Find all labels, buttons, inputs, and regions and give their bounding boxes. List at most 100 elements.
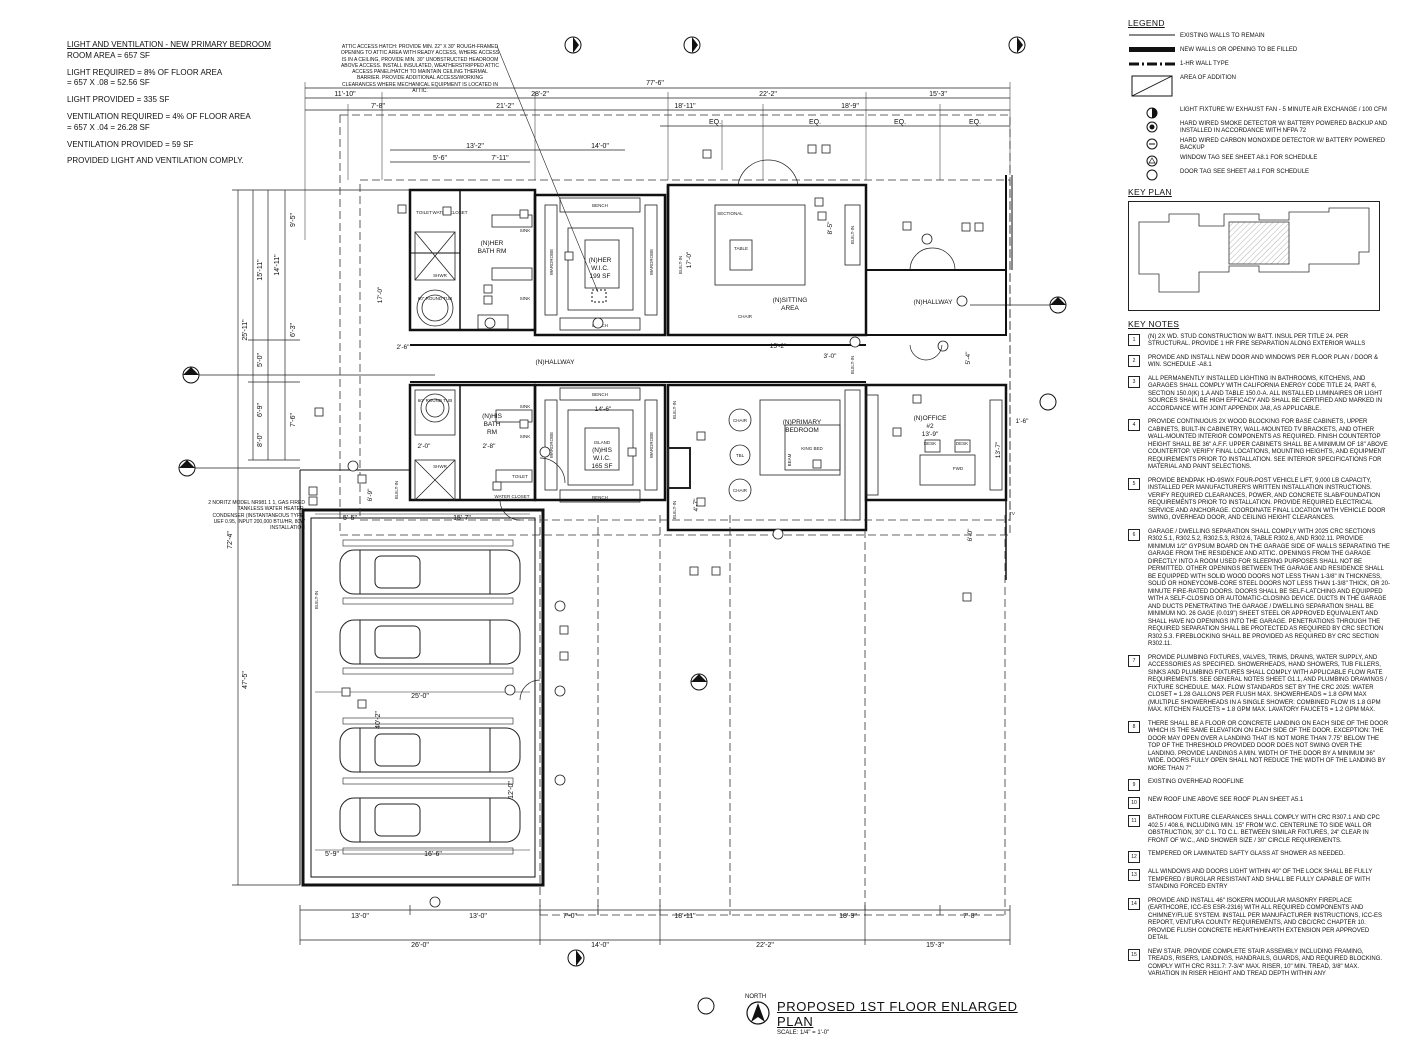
dim-misc-10: 4'-7" (693, 498, 700, 512)
dim-misc-6: 5'-4" (965, 351, 972, 365)
sheet-scale: SCALE: 1/4" = 1'-0" (777, 1030, 830, 1036)
dim-left-b: 15'-11" (257, 259, 264, 281)
dim-bottom2-c: 22'-2" (756, 942, 774, 949)
room-office-l2: #2 (926, 423, 934, 430)
fixture-chair-2: CHAIR (733, 418, 748, 423)
fixture-bench-3: BENCH (592, 392, 608, 397)
key-plan-outline (1138, 207, 1370, 293)
fixture-wardrobe-4: WARDROBE (649, 432, 654, 458)
fixture-water-closet-2: WATER CLOSET (494, 494, 529, 499)
fixtures (414, 197, 1003, 521)
fixture-toilet-2: TOILET (512, 474, 528, 479)
dim-misc-11: 2'-0" (418, 443, 432, 450)
fixture-tub-1: 60" ROUND TUB (418, 296, 453, 301)
dim-top2-b: 21'-2" (496, 103, 514, 110)
grid-bubble-fill (179, 37, 1066, 966)
dim-misc-15: 17'-0" (377, 286, 384, 303)
dim-garage-a: 5'-9" (325, 851, 339, 858)
dim-upper2-b: 7'-11" (491, 155, 509, 162)
key-note-number: 5 (1128, 477, 1140, 490)
dim-eq-2: EQ. (809, 119, 821, 126)
dim-left-c: 14'-11" (274, 254, 281, 276)
legend-list: EXISTING WALLS TO REMAIN NEW WALLS OR OP… (1128, 33, 1390, 181)
dim-bottom-c: 7'-0" (563, 913, 577, 920)
dim-upper-b: 14'-0" (591, 143, 609, 150)
room-bath-1-l2: BATH RM (478, 248, 507, 255)
calc-room-area: ROOM AREA = 657 SF (67, 50, 150, 60)
dim-eq-4: EQ. (969, 119, 981, 126)
legend-item: NEW WALLS OR OPENING TO BE FILLED (1128, 46, 1390, 59)
key-plan (1128, 201, 1380, 312)
key-note-number: 1 (1128, 333, 1140, 346)
dim-bottom-d: 18'-11" (674, 913, 696, 920)
fixture-desk-1: DESK (924, 441, 936, 446)
dim-top-d: 15'-3" (929, 91, 947, 98)
co-detector-icon (1146, 138, 1158, 150)
roofline-dashed (339, 114, 1011, 916)
dim-garage-f: 12'-0" (508, 781, 515, 799)
dim-misc-12: 2'-8" (483, 443, 497, 450)
dim-bottom-e: 18'-9" (839, 913, 857, 920)
fixture-sink-4: SINK (520, 434, 531, 439)
key-note-number: 15 (1128, 948, 1140, 961)
room-sitting-l2: AREA (781, 305, 799, 312)
room-hallway-2: (N)HALLWAY (914, 299, 954, 306)
fixture-wardrobe-2: WARDROBE (649, 249, 654, 275)
room-wic-1-l3: 199 SF (590, 273, 611, 280)
floor-plan-drawing: 77'-6" 11'-10" 28'-2" 22'-2" 15'-3" 7'-8… (178, 36, 1067, 1015)
dim-left-j: 72'-4" (227, 531, 234, 549)
legend-item: DOOR TAG SEE SHEET A8.1 FOR SCHEDULE (1128, 169, 1390, 181)
calc-vent-required-2: = 657 x .04 = 26.28 SF (67, 122, 150, 132)
legend-item: LIGHT FIXTURE W/ EXHAUST FAN - 5 MINUTE … (1128, 107, 1390, 119)
calc-light-required-1: LIGHT REQUIRED = 8% OF FLOOR AREA (67, 67, 223, 77)
dim-left-k: 47'-5" (242, 671, 249, 689)
legend-item: HARD WIRED SMOKE DETECTOR W/ BATTERY POW… (1128, 121, 1390, 136)
one-hr-wall-symbol (1129, 62, 1175, 66)
north-arrow: NORTH (745, 994, 771, 1031)
key-notes-list: 1(N) 2X WD. STUD CONSTRUCTION W/ BATT. I… (1128, 333, 1390, 979)
fixture-sink-2: SINK (520, 296, 531, 301)
dim-left-h: 8'-0" (257, 433, 264, 447)
left-dimension-lines (232, 189, 410, 886)
fixture-chair-3: CHAIR (733, 488, 748, 493)
dim-eq-3: EQ. (894, 119, 906, 126)
dim-misc-14: 6'-9" (367, 488, 374, 502)
dim-overall: 77'-6" (646, 80, 664, 87)
key-note-number: 6 (1128, 528, 1140, 541)
dim-top2-d: 18'-9" (841, 103, 859, 110)
dim-garage-e: 40'-2" (375, 711, 382, 729)
water-heater-note: 2 NORITZ MODEL NR981 1 1, GAS FIRED TANK… (208, 500, 305, 531)
fixture-tv: TV (1009, 511, 1015, 516)
dim-bottom2-a: 26'-0" (411, 942, 429, 949)
dim-misc-8: 13'-7" (995, 441, 1002, 458)
door-swings (499, 159, 956, 701)
key-note-text: ALL WINDOWS AND DOORS LIGHT WITHIN 40" O… (1148, 869, 1373, 891)
calc-light-provided: LIGHT PROVIDED = 335 SF (67, 95, 170, 105)
dim-garage-c: 5'-5" (343, 515, 357, 522)
fixture-toilet-1: TOILET (416, 210, 432, 215)
dim-left-g: 6'-9" (257, 403, 264, 417)
key-note-number: 10 (1128, 797, 1140, 810)
fixture-bed: KING BED (801, 446, 823, 451)
dim-misc-3: 3'-0" (824, 353, 838, 360)
dim-upper2-a: 5'-6" (433, 155, 447, 162)
fixture-sectional: SECTIONAL (717, 211, 743, 216)
fixture-builtin-2: BUILT-IN (850, 226, 855, 244)
fixture-wardrobe-3: WARDROBE (549, 432, 554, 458)
fixture-builtin-3: BUILT-IN (850, 356, 855, 374)
dim-garage-width: 25'-0" (411, 693, 429, 700)
key-notes-title: KEY NOTES (1128, 319, 1180, 330)
attic-leader (496, 45, 599, 293)
key-note-number: 12 (1128, 851, 1140, 864)
room-bath-1-l1: (N)HER (481, 240, 504, 247)
room-hallway-1: (N)HALLWAY (536, 359, 576, 366)
